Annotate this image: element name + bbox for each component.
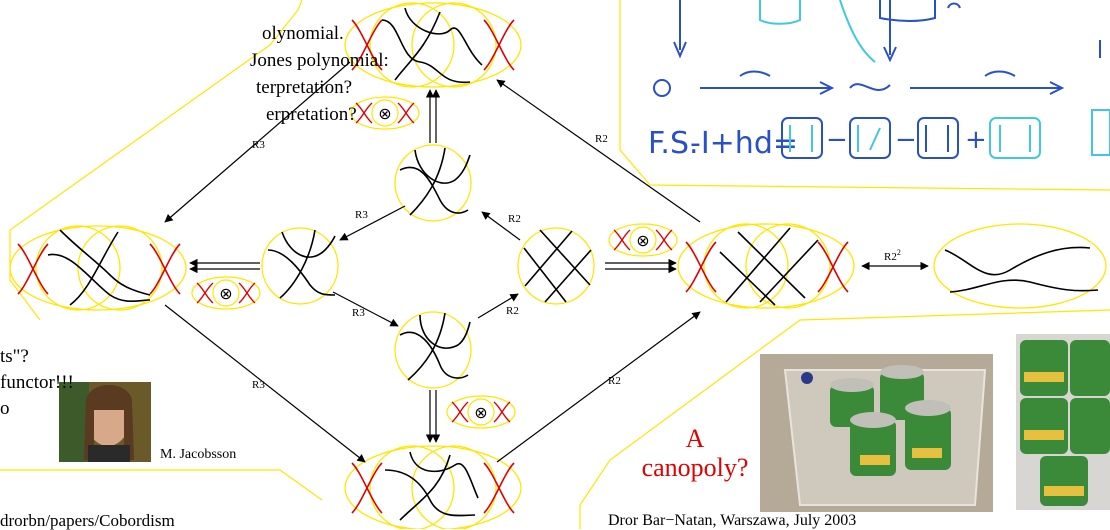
cans-photo xyxy=(760,354,993,512)
node-right xyxy=(677,223,855,309)
frame-top-left xyxy=(9,0,303,321)
tensor-symbol-top: ⊗ xyxy=(378,104,391,123)
node-far-right xyxy=(933,223,1107,309)
frame-top-right xyxy=(619,0,1110,191)
arrow-innertop-to-innerleft xyxy=(339,205,406,241)
label-r3-upper-left: R3 xyxy=(252,139,265,151)
frame-bottom-right xyxy=(579,309,1110,529)
left-text-line5: ts"? xyxy=(0,346,29,367)
footer-author: Dror Bar−Natan, Warszawa, July 2003 xyxy=(608,512,857,529)
tensor-blob-left xyxy=(191,276,261,310)
inner-node-right xyxy=(517,227,595,305)
tensor-symbol-bottom: ⊗ xyxy=(474,403,487,422)
left-text-line3: terpretation? xyxy=(256,77,353,98)
node-top xyxy=(344,2,522,88)
label-r2-lower-right: R2 xyxy=(608,375,621,387)
label-r2-inner-upper: R2 xyxy=(508,213,521,225)
frame-bottom-left xyxy=(0,469,323,501)
handwritten-panel: F.S. -I+hd= − − + xyxy=(648,0,1110,161)
arrow-bottom-to-right xyxy=(496,311,701,463)
label-r3-inner-upper: R3 xyxy=(355,209,368,221)
svg-text:−: − xyxy=(826,125,848,155)
tensor-symbol-left: ⊗ xyxy=(219,284,232,303)
url-fragment: drorbn/papers/Cobordism xyxy=(0,511,175,530)
left-text-line7: o xyxy=(0,398,10,419)
inner-node-top xyxy=(394,144,472,222)
stacked-cans-photo xyxy=(1016,334,1110,510)
label-r2-upper-right: R2 xyxy=(595,133,608,145)
node-left xyxy=(9,225,187,311)
tensor-blob-top xyxy=(350,96,420,130)
arrow-left-to-bottom xyxy=(164,304,366,463)
tensor-blob-right xyxy=(608,223,678,257)
svg-text:+: + xyxy=(965,125,987,155)
canopoly-line1: A xyxy=(685,424,705,453)
label-r2-inner-lower: R2 xyxy=(506,305,519,317)
inner-node-left xyxy=(261,227,339,305)
inner-node-bottom xyxy=(394,311,472,389)
arrow-innerleft-to-innerbottom xyxy=(332,291,399,327)
arrow-innerbottom-to-innerright xyxy=(477,293,519,319)
portrait-photo xyxy=(59,382,151,462)
arrow-top-to-left xyxy=(164,61,351,223)
fs-formula: -I+hd= xyxy=(690,126,798,161)
canopoly-title: A canopoly? xyxy=(640,424,750,482)
label-r3-lower-left: R3 xyxy=(252,379,265,391)
arrow-right-to-top xyxy=(496,79,701,223)
left-text-line2: Jones polynomial: xyxy=(250,50,389,71)
fs-label: F.S. xyxy=(648,126,699,161)
portrait-caption: M. Jacobsson xyxy=(160,447,237,462)
tensor-symbol-right: ⊗ xyxy=(636,231,649,250)
svg-text:−: − xyxy=(895,125,917,155)
left-text-line1: olynomial. xyxy=(262,23,344,44)
node-bottom xyxy=(344,445,522,529)
left-text-line6: functor!!! xyxy=(0,372,74,393)
label-r3-inner-lower: R3 xyxy=(352,307,365,319)
label-r2-squared: R22 xyxy=(884,248,901,263)
canopoly-line2: canopoly? xyxy=(641,452,749,482)
left-text-line4: erpretation? xyxy=(266,104,357,125)
arrow-innerright-to-innertop xyxy=(481,211,521,241)
tensor-blob-bottom xyxy=(446,395,516,429)
